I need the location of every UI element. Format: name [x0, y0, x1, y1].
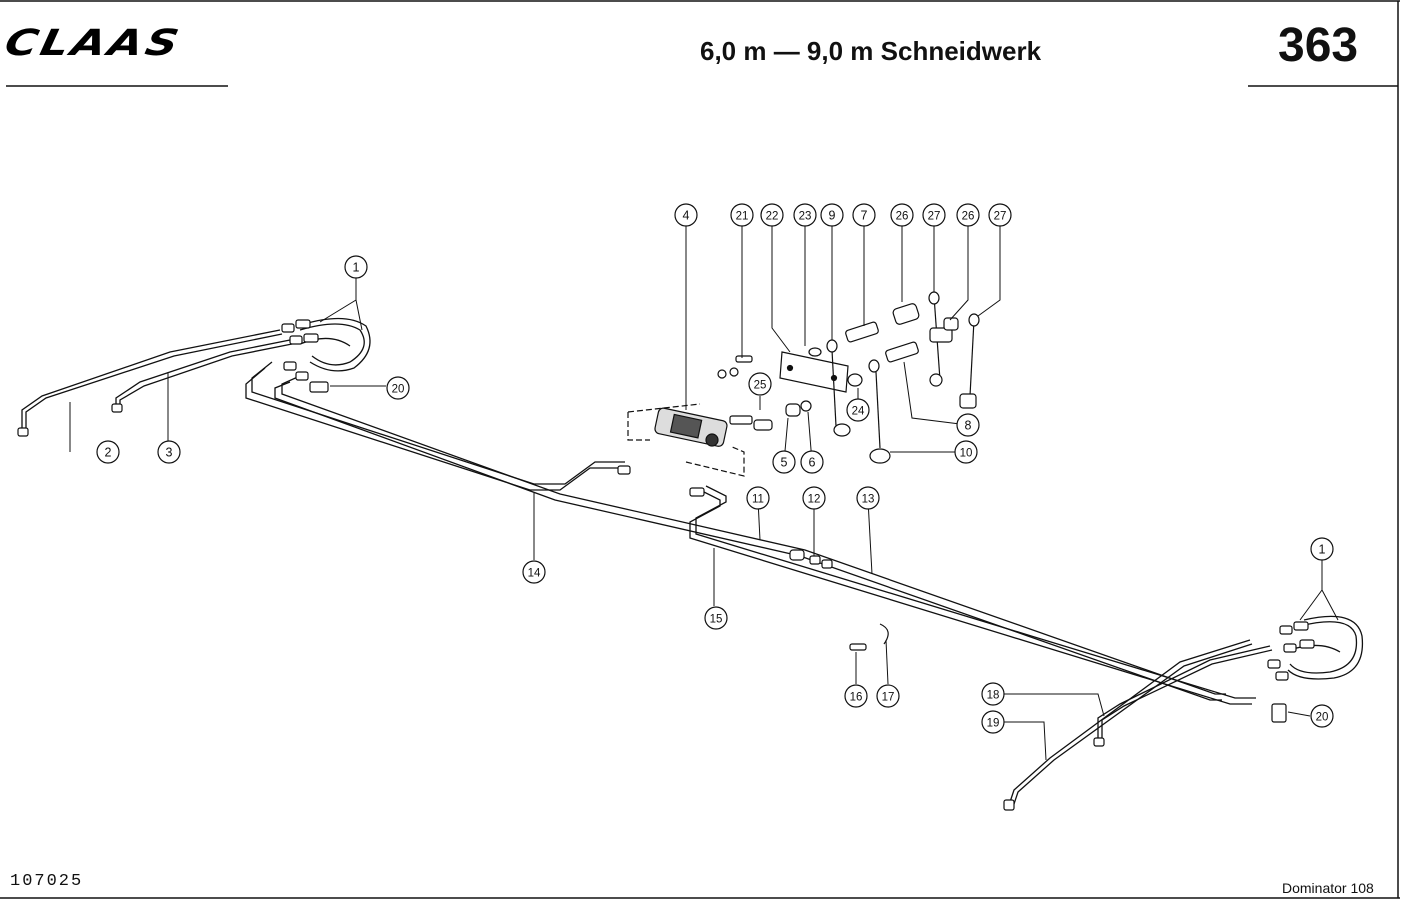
right-fittings	[1003, 621, 1315, 811]
callout-circle-27	[922, 203, 946, 227]
bracket-parts	[309, 291, 1287, 723]
callout-label-20: 20	[1316, 712, 1329, 724]
pipe-long-13-14	[245, 361, 1226, 701]
callout-label-11: 11	[752, 494, 764, 506]
page-number: 363	[1278, 19, 1359, 72]
callout-circle-10	[954, 440, 978, 464]
callout-circle-16	[844, 684, 868, 708]
callout-label-12: 12	[808, 494, 821, 506]
callout-label-9: 9	[829, 209, 836, 223]
callout-label-19: 19	[987, 718, 1000, 730]
leader-lines	[69, 226, 1339, 761]
callout-circle-12	[802, 486, 826, 510]
callout-label-25: 25	[754, 380, 767, 392]
callout-circle-3	[157, 440, 181, 464]
callout-label-5: 5	[781, 456, 788, 470]
callout-circle-22	[760, 203, 784, 227]
callout-circle-8	[956, 413, 980, 437]
callout-label-10: 10	[960, 448, 973, 460]
pipe-15	[689, 485, 1256, 705]
callout-circle-5	[772, 450, 796, 474]
callout-label-1: 1	[1319, 543, 1326, 557]
callout-label-26: 26	[896, 211, 909, 223]
callout-label-7: 7	[861, 209, 868, 223]
callout-label-18: 18	[987, 690, 1000, 702]
callout-circle-20	[386, 376, 410, 400]
callout-label-16: 16	[850, 692, 863, 704]
callout-label-2: 2	[105, 446, 112, 460]
callout-circle-15	[704, 606, 728, 630]
callout-circle-23	[793, 203, 817, 227]
callout-circle-13	[856, 486, 880, 510]
callout-label-3: 3	[166, 446, 173, 460]
callout-circle-26	[956, 203, 980, 227]
callout-label-13: 13	[862, 494, 875, 506]
callout-label-24: 24	[852, 406, 865, 418]
valve-block	[617, 403, 773, 497]
callout-circle-24	[846, 398, 870, 422]
callout-circle-11	[746, 486, 770, 510]
callout-label-14: 14	[528, 568, 541, 580]
left-fittings	[17, 319, 319, 437]
callout-circle-17	[876, 684, 900, 708]
callout-circle-6	[800, 450, 824, 474]
callout-label-27: 27	[994, 211, 1007, 223]
callout-circle-18	[981, 682, 1005, 706]
callout-circle-2	[96, 440, 120, 464]
callout-circle-9	[820, 203, 844, 227]
callout-label-1: 1	[353, 261, 360, 275]
callout-label-17: 17	[882, 692, 895, 704]
callout-label-27: 27	[928, 211, 941, 223]
callout-circle-1	[1310, 537, 1334, 561]
callout-label-4: 4	[683, 209, 690, 223]
callout-circle-25	[748, 372, 772, 396]
callout-circle-20	[1310, 704, 1334, 728]
callout-circle-4	[674, 203, 698, 227]
right-hoses	[1007, 615, 1364, 811]
callout-label-26: 26	[962, 211, 975, 223]
callout-label-6: 6	[809, 456, 816, 470]
callout-circle-1	[344, 255, 368, 279]
callout-label-8: 8	[965, 419, 972, 433]
callout-circle-14	[522, 560, 546, 584]
drawing-number: 107025	[10, 872, 84, 891]
callout-label-21: 21	[736, 211, 749, 223]
callout-label-20: 20	[392, 384, 405, 396]
model-label: Dominator 108	[1282, 880, 1374, 896]
callout-circle-26	[890, 203, 914, 227]
callout-label-15: 15	[710, 614, 723, 626]
page-title: 6,0 m — 9,0 m Schneidwerk	[700, 36, 1042, 66]
callout-circle-19	[981, 710, 1005, 734]
callout-circle-21	[730, 203, 754, 227]
callout-label-22: 22	[766, 211, 779, 223]
callout-circle-27	[988, 203, 1012, 227]
callout-circle-7	[852, 203, 876, 227]
callout-label-23: 23	[799, 211, 812, 223]
